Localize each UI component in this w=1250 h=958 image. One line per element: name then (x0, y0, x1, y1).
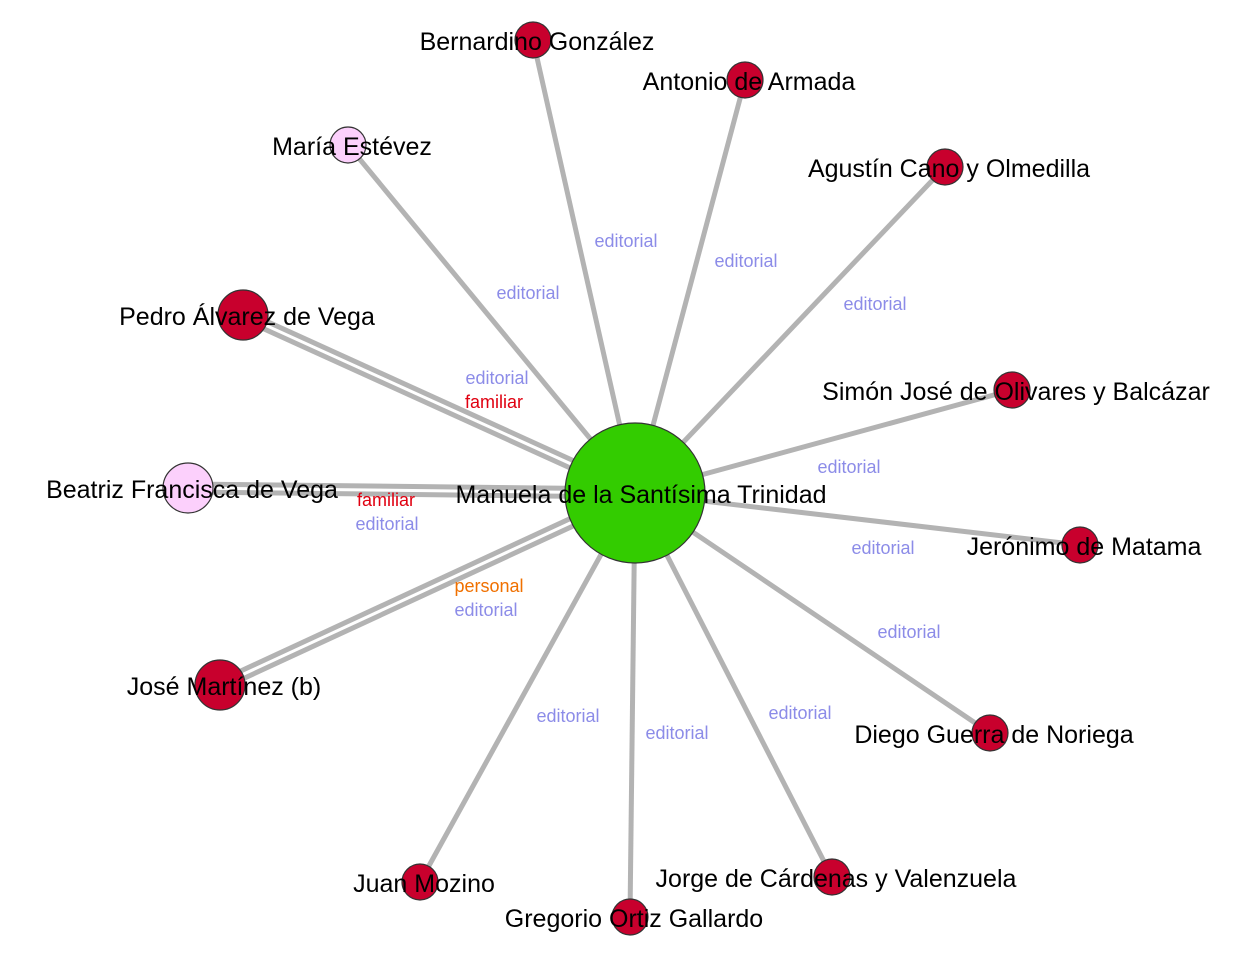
edge-label-editorial: editorial (843, 294, 906, 314)
edge-label-editorial: editorial (817, 457, 880, 477)
edge-editorial (217, 487, 635, 684)
edge-label-editorial: editorial (536, 706, 599, 726)
edge-personal (220, 494, 638, 691)
node-circle[interactable] (329, 126, 367, 164)
node-label: Simón José de Olivares y Balcázar (822, 378, 1210, 406)
edge-label-editorial: editorial (768, 703, 831, 723)
node-label: Jorge de Cárdenas y Valenzuela (656, 865, 1017, 893)
node-circle[interactable] (993, 371, 1031, 409)
node-circle[interactable] (971, 714, 1009, 752)
edge-label-editorial: editorial (714, 251, 777, 271)
node-circle[interactable] (813, 858, 851, 896)
node-circle[interactable] (926, 148, 964, 186)
edge-label-editorial: editorial (851, 538, 914, 558)
node-circle[interactable] (726, 61, 764, 99)
node-label: Beatriz Francisca de Vega (46, 476, 338, 504)
node-circle[interactable] (401, 863, 439, 901)
edges-layer (187, 39, 1081, 918)
edge-label-familiar: familiar (357, 490, 415, 510)
edge-editorial (632, 491, 835, 879)
edge-editorial (627, 492, 638, 918)
node-label: Bernardino González (420, 28, 655, 56)
edge-label-familiar: familiar (465, 392, 523, 412)
edge-label-editorial: editorial (877, 622, 940, 642)
node-label: Pedro Álvarez de Vega (119, 302, 375, 331)
edge-label-editorial: editorial (645, 723, 708, 743)
edge-editorial (633, 165, 947, 495)
edge-label-personal: personal (454, 576, 523, 596)
node-label: Diego Guerra de Noriega (854, 721, 1133, 749)
edge-editorial (240, 316, 635, 499)
center-node-label: Manuela de la Santísima Trinidad (455, 481, 826, 509)
edge-editorial (634, 490, 1081, 548)
node-label: Antonio de Armada (643, 68, 856, 96)
edge-editorial (633, 490, 992, 736)
edge-label-editorial: editorial (594, 231, 657, 251)
edge-labels-layer: editorial editorial editorial editorial edit… (355, 231, 940, 743)
node-circle[interactable] (514, 21, 552, 59)
node-label: Jerónimo de Matama (967, 533, 1202, 561)
node-circle[interactable] (217, 289, 269, 341)
node-circle[interactable] (1061, 526, 1099, 564)
node-label: Agustín Cano y Olmedilla (808, 155, 1090, 183)
node-circle[interactable] (194, 659, 246, 711)
edge-editorial (632, 79, 748, 494)
node-circle[interactable] (162, 462, 214, 514)
edge-familiar (243, 309, 638, 492)
node-circle[interactable] (611, 898, 649, 936)
node-label: Juan Mozino (353, 870, 495, 898)
center-node-circle[interactable] (564, 422, 706, 564)
edge-editorial (188, 481, 636, 492)
edge-label-editorial: editorial (496, 283, 559, 303)
node-label: José Martínez (b) (127, 673, 322, 701)
nodes-layer (162, 21, 1099, 936)
edge-label-editorial: editorial (355, 514, 418, 534)
edge-editorial (417, 491, 638, 884)
edge-label-editorial: editorial (454, 600, 517, 620)
edge-label-editorial: editorial (465, 368, 528, 388)
node-label: Gregorio Ortiz Gallardo (505, 905, 763, 933)
edge-editorial (346, 143, 637, 495)
edge-familiar (187, 489, 635, 500)
node-label: María Estévez (272, 133, 432, 161)
edge-editorial (530, 39, 638, 494)
